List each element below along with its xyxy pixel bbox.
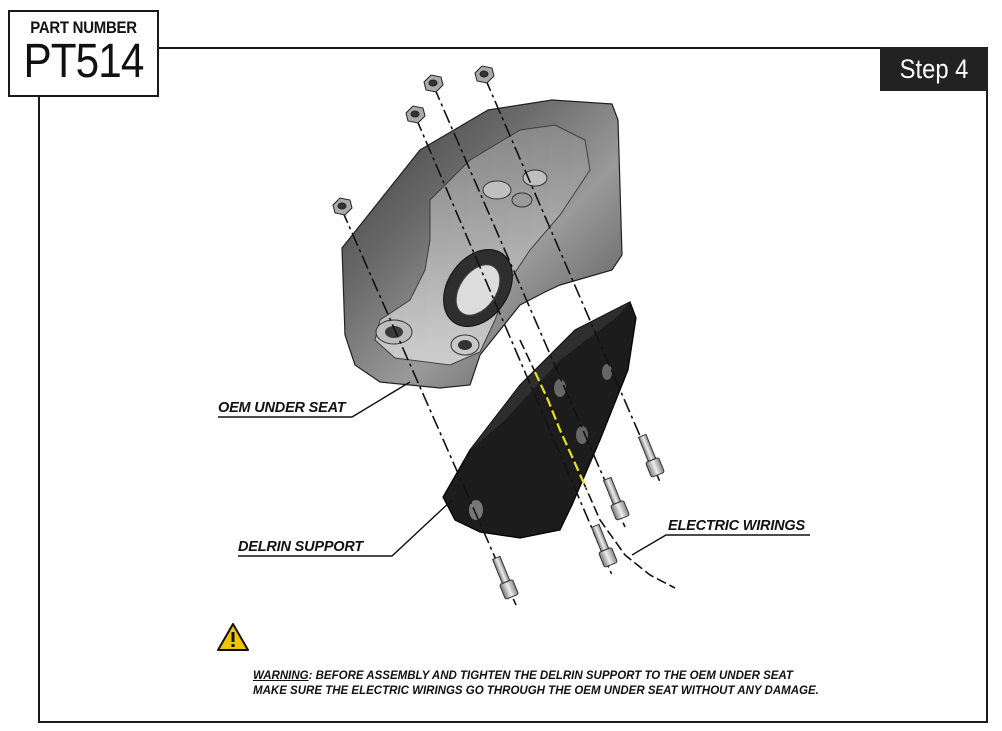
callout-electric-wirings: ELECTRIC WIRINGS [668, 518, 805, 534]
warning-label: WARNING [253, 670, 309, 682]
warning-triangle-icon [217, 623, 249, 651]
nut-icon [474, 65, 495, 84]
warning-line-1: WARNING: BEFORE ASSEMBLY AND TIGHTEN THE… [253, 669, 819, 684]
bolt-icon [590, 523, 618, 568]
part-number-box: PART NUMBER PT514 [8, 10, 159, 97]
oem-under-seat-part [341, 99, 623, 389]
callout-leader-lines [218, 381, 810, 557]
nut-icon [423, 74, 444, 93]
warning-line-1-text: : BEFORE ASSEMBLY AND TIGHTEN THE DELRIN… [308, 670, 793, 682]
bolt-icon [491, 555, 519, 600]
bolt-icon [602, 476, 630, 521]
step-badge: Step 4 [880, 47, 988, 91]
nut-icon [332, 197, 353, 216]
step-label: Step 4 [899, 54, 969, 84]
callout-oem-under-seat: OEM UNDER SEAT [218, 400, 346, 416]
socket-bolts [491, 433, 665, 600]
part-number-label: PART NUMBER [30, 18, 137, 37]
flange-nuts [332, 65, 495, 216]
drawing-frame [38, 47, 988, 723]
warning-text: WARNING: BEFORE ASSEMBLY AND TIGHTEN THE… [253, 669, 819, 699]
delrin-support-part [442, 301, 637, 539]
callout-delrin-support: DELRIN SUPPORT [238, 539, 364, 555]
nut-icon [405, 105, 426, 124]
electric-wiring-path [519, 339, 676, 589]
assembly-axis-lines [341, 77, 661, 606]
bolt-icon [637, 433, 665, 478]
part-number-value: PT514 [23, 35, 144, 88]
warning-line-2: MAKE SURE THE ELECTRIC WIRINGS GO THROUG… [253, 685, 819, 697]
